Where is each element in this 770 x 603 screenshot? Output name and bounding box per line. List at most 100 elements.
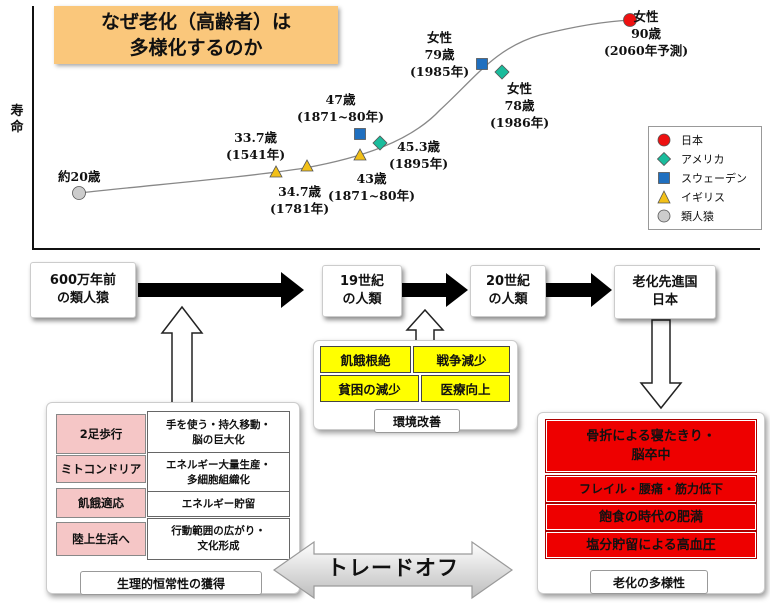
data-point-0 (72, 186, 86, 200)
annotation-sweden-1871: 47歳 (1871~80年) (297, 91, 384, 125)
stage-ape: 600万年前 の類人猿 (30, 262, 136, 318)
physio-line: エネルギー貯留 (181, 497, 256, 510)
data-point-1 (269, 165, 283, 178)
env-box-war: 戦争減少 (413, 346, 510, 373)
physio-left-mitochondria: ミトコンドリア (56, 455, 146, 483)
annotation-usa-1986: 女性 78歳 (1986年) (490, 80, 549, 131)
aging-box-obesity: 飽食の時代の肥満 (545, 503, 757, 531)
annotation-line: 47歳 (325, 92, 356, 107)
physio-left-bipedal: 2足歩行 (56, 414, 146, 454)
annotation-line: (2060年予測) (604, 43, 689, 58)
aging-box-fracture: 骨折による寝たきり・ 脳卒中 (545, 419, 757, 473)
legend-label: イギリス (681, 191, 725, 204)
stage-arrows (138, 272, 612, 308)
annotation-japan-2060: 女性 90歳 (2060年予測) (604, 8, 688, 59)
title-line1: なぜ老化（高齢者）は (100, 11, 291, 33)
aging-line: 脳卒中 (631, 448, 671, 463)
physio-line: 行動範囲の広がり・ (171, 525, 266, 537)
legend-label: 類人猿 (681, 210, 714, 223)
annotation-line: 90歳 (631, 26, 662, 41)
physio-right-land: 行動範囲の広がり・ 文化形成 (147, 518, 290, 560)
physio-right-bipedal: 手を使う・持久移動・ 脳の巨大化 (147, 411, 290, 454)
stage-line: 20世紀 (485, 274, 531, 289)
aging-line: 骨折による寝たきり・ (586, 429, 716, 444)
physio-left-famine: 飢餓適応 (56, 488, 146, 518)
annotation-line: 女性 (507, 81, 533, 96)
aging-label: 老化の多様性 (590, 570, 708, 594)
stage-line: の類人猿 (56, 291, 109, 306)
legend-item-usa: アメリカ (657, 150, 724, 168)
gray-circle-icon (657, 209, 671, 223)
stage-19th-century: 19世紀 の人類 (322, 265, 402, 317)
aging-line: 塩分貯留による高血圧 (586, 537, 716, 553)
title-line2: 多様化するのか (129, 37, 263, 59)
tradeoff-double-arrow (272, 540, 514, 600)
hollow-arrow-up-physiology (160, 305, 204, 411)
data-point-3 (354, 128, 366, 140)
physio-line: 手を使う・持久移動・ (166, 418, 271, 431)
environment-label: 環境改善 (374, 409, 460, 433)
physiology-label: 生理的恒常性の獲得 (80, 571, 262, 595)
annotation-line: (1541年) (226, 147, 286, 162)
stage-line: の人類 (342, 292, 382, 307)
annotation-line: 女性 (427, 30, 453, 45)
annotation-ape: 約20歳 (58, 169, 101, 184)
legend-label: 日本 (681, 134, 703, 147)
annotation-usa-1895: 45.3歳 (1895年) (389, 138, 448, 172)
y-axis-label: 寿命 (10, 104, 24, 135)
legend: 日本 アメリカ スウェーデン イギリス 類人猿 (648, 126, 762, 230)
data-point-6 (476, 58, 488, 70)
arrow-stage3-to-stage4 (546, 273, 612, 307)
annotation-line: 43歳 (356, 171, 387, 186)
lifespan-curve (78, 19, 633, 194)
stage-line: 老化先進国 (632, 275, 698, 290)
green-diamond-icon (657, 152, 671, 166)
physio-line: 文化形成 (197, 540, 240, 552)
legend-item-sweden: スウェーデン (657, 169, 747, 187)
env-box-medical: 医療向上 (421, 375, 510, 402)
annotation-line: 33.7歳 (234, 130, 278, 145)
physio-right-famine: エネルギー貯留 (147, 491, 290, 517)
data-point-5 (372, 135, 388, 151)
legend-label: スウェーデン (681, 172, 747, 185)
stage-line: 19世紀 (339, 274, 385, 289)
annotation-uk-1541: 33.7歳 (1541年) (226, 129, 285, 163)
env-box-famine: 飢餓根絶 (320, 346, 411, 373)
physio-line: 脳の巨大化 (192, 433, 245, 446)
annotation-line: (1986年) (490, 115, 550, 130)
aging-box-hypertension: 塩分貯留による高血圧 (545, 531, 757, 559)
annotation-line: (1871~80年) (328, 188, 415, 203)
aging-line: 飽食の時代の肥満 (598, 509, 703, 525)
physio-line: 多細胞組織化 (187, 474, 250, 486)
annotation-uk-1871: 43歳 (1871~80年) (328, 170, 415, 204)
legend-label: アメリカ (681, 153, 725, 166)
aging-line: フレイル・腰痛・筋力低下 (578, 481, 723, 496)
physio-left-land: 陸上生活へ (56, 522, 146, 556)
arrow-stage2-to-stage3 (402, 273, 468, 307)
annotation-line: 34.7歳 (278, 184, 322, 199)
annotation-line: (1871~80年) (297, 109, 384, 124)
annotation-line: 45.3歳 (397, 139, 441, 154)
data-point-2 (300, 159, 314, 172)
blue-square-icon (658, 172, 670, 184)
legend-item-uk: イギリス (657, 188, 725, 206)
stage-japan: 老化先進国 日本 (614, 265, 716, 319)
aging-box-frailty: フレイル・腰痛・筋力低下 (545, 475, 757, 503)
stage-20th-century: 20世紀 の人類 (470, 265, 546, 317)
data-point-7 (494, 64, 510, 80)
stage-line: 日本 (651, 293, 678, 308)
annotation-line: 79歳 (424, 47, 455, 62)
arrow-stage1-to-stage2 (138, 272, 304, 308)
physio-line: エネルギー大量生産・ (166, 459, 271, 471)
annotation-uk-1781: 34.7歳 (1781年) (270, 183, 329, 217)
hollow-arrow-down-aging (639, 319, 683, 410)
stage-line: 600万年前 (49, 273, 117, 288)
annotation-line: 女性 (633, 9, 659, 24)
annotation-line: (1985年) (410, 64, 470, 79)
tradeoff-label: トレードオフ (327, 556, 459, 580)
annotation-sweden-1985: 女性 79歳 (1985年) (410, 29, 469, 80)
yellow-triangle-icon (657, 190, 671, 204)
annotation-line: (1895年) (389, 156, 449, 171)
annotation-line: (1781年) (270, 201, 330, 216)
